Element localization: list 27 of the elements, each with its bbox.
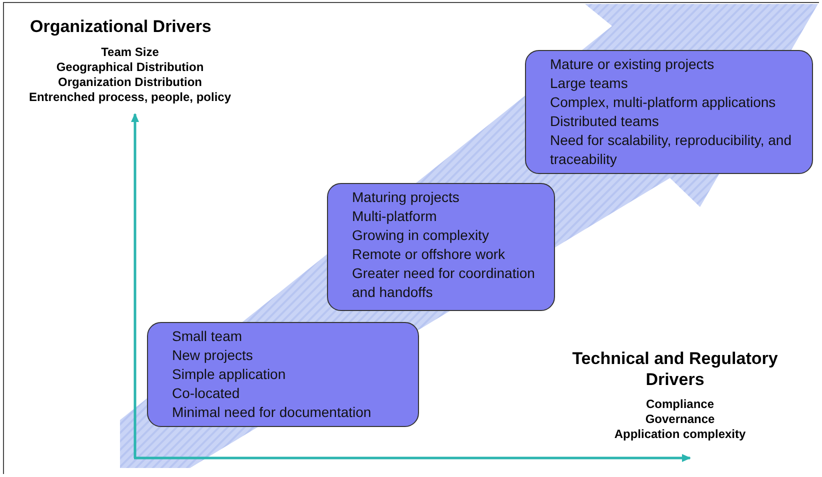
axis-item: Entrenched process, people, policy — [28, 90, 232, 105]
list-item: Growing in complexity — [352, 226, 490, 245]
list-item: Co-located — [172, 384, 241, 403]
list-item: New projects — [172, 346, 254, 365]
text-box — [525, 50, 813, 174]
list-item: Maturing projects — [352, 188, 460, 207]
list-item: Multi-platform — [352, 207, 438, 226]
list-item: Large teams — [550, 74, 629, 93]
axis-item: Compliance — [646, 397, 714, 412]
axis-item: Geographical Distribution — [56, 60, 204, 75]
axis-title: Technical and Regulatory Drivers — [571, 348, 779, 390]
axis-item: Governance — [645, 412, 715, 427]
axis-title: Organizational Drivers — [30, 17, 212, 37]
text-box — [147, 322, 419, 427]
list-item: Distributed teams — [550, 112, 660, 131]
axis-item: Application complexity — [614, 427, 746, 442]
list-item: Remote or offshore work — [352, 245, 506, 264]
list-item: Simple application — [172, 365, 287, 384]
list-item: Complex, multi-platform applications — [550, 93, 777, 112]
list-item: Mature or existing projects — [550, 55, 716, 74]
text-box — [327, 183, 555, 311]
list-item: Need for scalability, reproducibility, and traceability — [550, 131, 792, 169]
list-item: Small team — [172, 327, 244, 346]
axis-item: Team Size — [101, 45, 159, 60]
list-item: Greater need for coordination and handoffs — [352, 264, 536, 302]
list-item: Minimal need for documentation — [172, 403, 372, 422]
axis-item: Organization Distribution — [58, 75, 202, 90]
